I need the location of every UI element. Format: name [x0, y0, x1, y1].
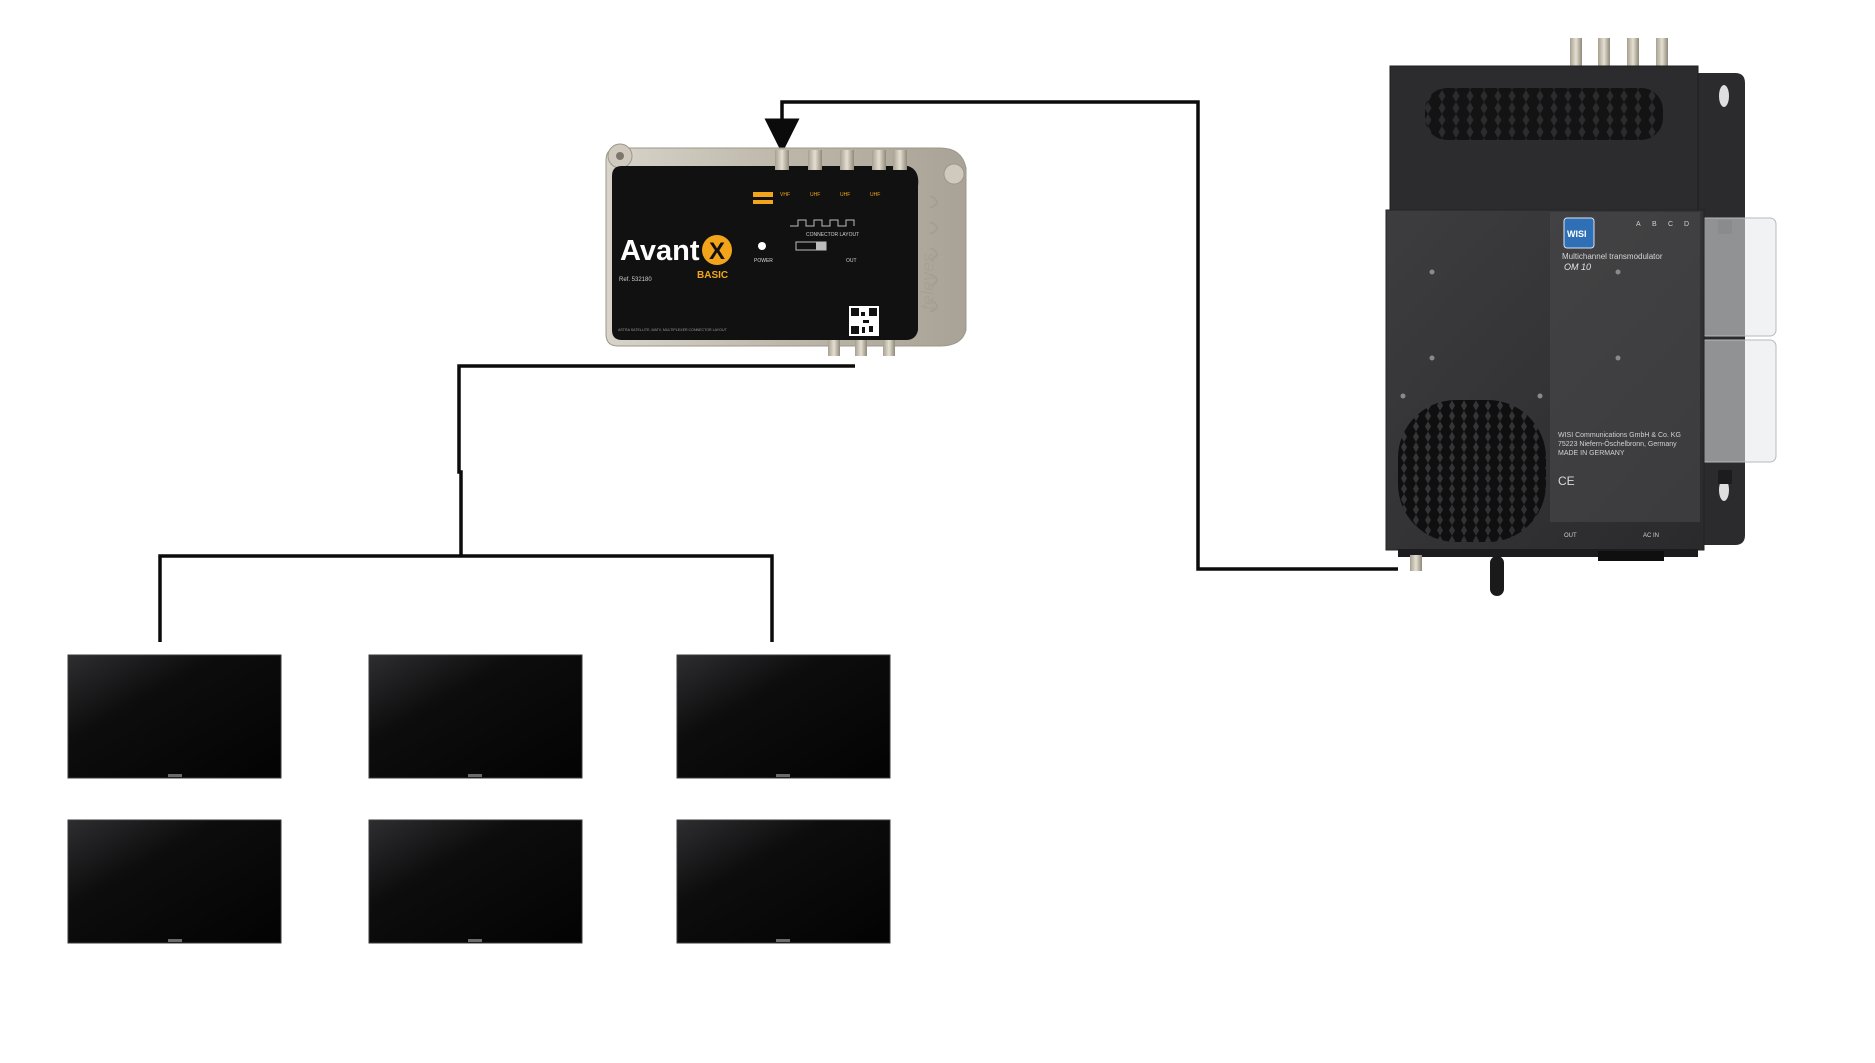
mount-ear-right [943, 163, 965, 185]
modulator-ac-in-label: AC IN [1643, 533, 1659, 539]
connector-layout-wave [790, 219, 855, 227]
svg-text:B: B [1652, 221, 1657, 228]
amplifier-bottom-connectors [828, 340, 895, 356]
power-label: POWER [754, 258, 773, 264]
modulator-out-connector [1410, 555, 1422, 571]
svg-text:VHF: VHF [780, 192, 790, 198]
amplifier-top-connectors [775, 150, 907, 170]
side-latch-bottom [1699, 339, 1777, 463]
modulator-model: OM 10 [1564, 262, 1591, 272]
housing-screws [1400, 269, 1621, 399]
connection-lines [158, 100, 1398, 642]
side-latch-top [1699, 217, 1777, 337]
connector-layout-label: CONNECTOR LAYOUT [806, 232, 859, 238]
modulator-company: WISI Communications GmbH & Co. KG [1558, 432, 1681, 439]
display-4 [67, 819, 282, 944]
modulator-product: Multichannel transmodulator [1562, 252, 1663, 261]
amplifier-ref: Ref. 532180 [619, 277, 652, 283]
svg-text:UHF: UHF [810, 192, 820, 198]
svg-text:X: X [709, 238, 725, 265]
display-grid [67, 654, 891, 944]
avant-amplifier: televes Avant X BASIC Ref. 532180 POWER [605, 143, 967, 356]
amplifier-footer: ASTRA SATELLITE, MATV, MULTIPLEXER CONNE… [618, 328, 728, 332]
input-labels: VHF UHF UHF UHF [753, 192, 880, 204]
splitter-distribution-line [158, 554, 774, 642]
amplifier-out-label: OUT [846, 258, 857, 264]
top-vent-grille [1425, 88, 1663, 140]
display-6 [676, 819, 891, 944]
svg-text:UHF: UHF [840, 192, 850, 198]
ce-mark-icon: CE [1558, 474, 1575, 488]
svg-text:D: D [1684, 221, 1689, 228]
wisi-logo-icon [1563, 217, 1595, 249]
display-5 [368, 819, 583, 944]
amplifier-brand: Avant [620, 235, 700, 267]
chassis-fins [929, 195, 938, 313]
svg-text:C: C [1668, 221, 1673, 228]
port-letters: A B C D [1636, 221, 1689, 228]
power-led-icon [758, 242, 766, 250]
modulator-antenna [1490, 556, 1504, 596]
amplifier-to-splitter-line [457, 364, 855, 556]
svg-text:UHF: UHF [870, 192, 880, 198]
avant-x-badge [702, 235, 732, 265]
rack-brand-label: televes [918, 253, 938, 310]
fan-grille [1398, 400, 1546, 542]
display-3 [676, 654, 891, 779]
modulator-out-label: OUT [1564, 533, 1577, 539]
wisi-brand: WISI [1567, 229, 1587, 239]
modulator-to-amplifier-line [764, 100, 1398, 571]
modulator-label-area [1550, 212, 1700, 522]
modulator-address: 75223 Niefern-Öschelbronn, Germany [1558, 440, 1677, 448]
modulator-origin: MADE IN GERMANY [1558, 450, 1625, 457]
display-1 [67, 654, 282, 779]
modulator-top-connectors [1570, 38, 1668, 68]
wisi-modulator: WISI Multichannel transmodulator OM 10 A… [1385, 38, 1777, 596]
display-2 [368, 654, 583, 779]
svg-text:A: A [1636, 221, 1641, 228]
amplifier-front-panel [612, 166, 919, 340]
amplifier-model-badge: BASIC [697, 270, 728, 281]
qr-code-icon [849, 306, 879, 336]
